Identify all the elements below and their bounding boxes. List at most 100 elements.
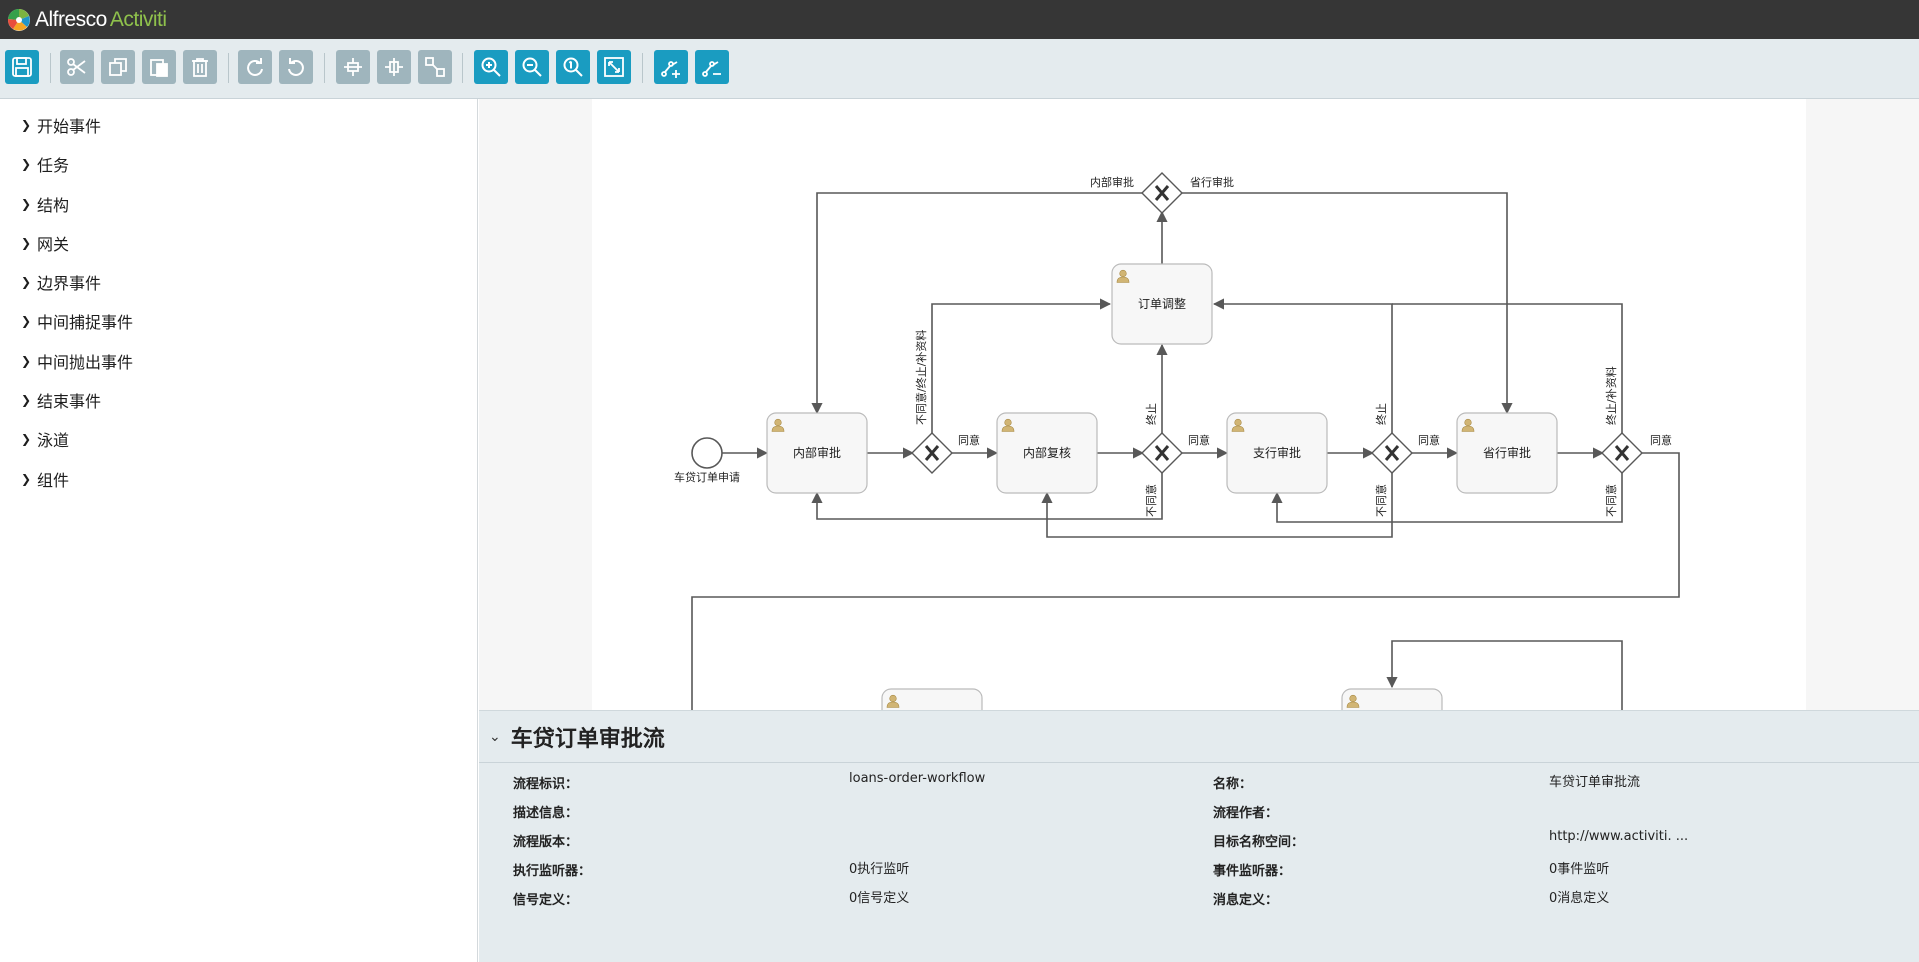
prop-value-signal-definitions[interactable]: 0信号定义: [849, 891, 910, 906]
paste-icon: [150, 59, 168, 77]
palette-group-label: 任务: [37, 156, 70, 175]
process-title: 车贷订单审批流: [510, 726, 665, 752]
exclusive-gateway[interactable]: [1601, 432, 1643, 474]
top-bar: Alfresco Activiti: [0, 0, 1919, 39]
zoom-actual-icon: [563, 57, 583, 77]
prop-value-namespace[interactable]: http://www.activiti. ...: [1549, 829, 1689, 844]
toolbar-separator: [642, 53, 643, 83]
task-province-approval[interactable]: 省行审批: [1456, 412, 1558, 494]
zoom-actual-button[interactable]: [556, 50, 590, 84]
exclusive-gateway[interactable]: [1371, 432, 1413, 474]
task-partial[interactable]: [881, 688, 983, 710]
palette-group-start-events[interactable]: ❯ 开始事件: [21, 113, 101, 137]
zoom-in-button[interactable]: [474, 50, 508, 84]
chevron-right-icon: ❯: [21, 354, 32, 368]
prop-label: 目标名称空间：: [1213, 835, 1305, 850]
palette-group-structural[interactable]: ❯结构: [21, 192, 69, 216]
prop-value-event-listeners[interactable]: 0事件监听: [1549, 862, 1610, 877]
sequence-flow[interactable]: [931, 298, 1112, 433]
sequence-flow[interactable]: [1182, 192, 1513, 415]
start-event-label: 车贷订单申请: [674, 470, 740, 484]
chevron-right-icon: ❯: [21, 157, 32, 171]
palette-group-artifacts[interactable]: ❯组件: [21, 467, 69, 491]
copy-icon: [109, 58, 127, 76]
exclusive-gateway[interactable]: [1141, 172, 1183, 214]
flow-label: 同意: [958, 433, 980, 447]
align-vertical-button[interactable]: [377, 50, 411, 84]
bpmn-diagram: 车贷订单申请 内部审批 内部复核 支行审批 省行审批 订单调整: [674, 172, 1680, 710]
task-label: 订单调整: [1138, 296, 1186, 311]
prop-value-name[interactable]: 车贷订单审批流: [1549, 775, 1641, 790]
flow-label: 不同意: [1144, 484, 1158, 517]
align-horizontal-button[interactable]: [336, 50, 370, 84]
sequence-flow[interactable]: [811, 473, 1163, 520]
app-logo: Alfresco Activiti: [7, 6, 167, 34]
task-internal-review[interactable]: 内部复核: [996, 412, 1098, 494]
trash-icon: [192, 58, 208, 77]
prop-value-process-id[interactable]: loans-order-workflow: [849, 771, 986, 786]
redo-icon: [247, 58, 263, 76]
cut-icon: [67, 58, 86, 76]
chevron-right-icon: ❯: [21, 197, 32, 211]
redo-button[interactable]: [238, 50, 272, 84]
chevron-right-icon: ❯: [21, 118, 32, 132]
sequence-flow[interactable]: [1386, 640, 1623, 710]
flow-label: 不同意/终止/补资料: [914, 330, 928, 425]
palette-group-intermediate-catch[interactable]: ❯中间捕捉事件: [21, 309, 133, 333]
chevron-right-icon: ❯: [21, 275, 32, 289]
zoom-fit-button[interactable]: [597, 50, 631, 84]
chevron-right-icon: ❯: [21, 314, 32, 328]
palette-group-label: 组件: [37, 471, 70, 490]
prop-value-execution-listeners[interactable]: 0执行监听: [849, 862, 910, 877]
sequence-flow[interactable]: [811, 192, 1143, 415]
start-event[interactable]: [691, 437, 723, 469]
palette-group-tasks[interactable]: ❯ 任务: [21, 152, 69, 176]
palette-group-boundary-events[interactable]: ❯ 边界事件: [21, 270, 101, 294]
flow-label: 终止/补资料: [1604, 366, 1618, 425]
task-label: 内部复核: [1023, 445, 1071, 460]
prop-label: 事件监听器：: [1213, 864, 1292, 879]
same-size-icon: [425, 57, 445, 77]
delete-button[interactable]: [183, 50, 217, 84]
palette-group-swimlanes[interactable]: ❯泳道: [21, 427, 69, 451]
flow-label: 终止: [1144, 403, 1158, 425]
task-order-adjust[interactable]: 订单调整: [1111, 263, 1213, 345]
prop-label: 流程作者：: [1213, 806, 1279, 821]
exclusive-gateway[interactable]: [1141, 432, 1183, 474]
palette-group-label: 泳道: [37, 431, 70, 450]
remove-bendpoint-button[interactable]: [695, 50, 729, 84]
canvas-paper: [592, 99, 1806, 710]
copy-button[interactable]: [101, 50, 135, 84]
task-partial[interactable]: [1341, 688, 1443, 710]
same-size-button[interactable]: [418, 50, 452, 84]
sequence-flow[interactable]: [1041, 473, 1393, 538]
exclusive-gateway[interactable]: [911, 432, 953, 474]
task-branch-approval[interactable]: 支行审批: [1226, 412, 1328, 494]
brand-name: Alfresco: [35, 8, 107, 31]
add-bendpoint-button[interactable]: [654, 50, 688, 84]
prop-value-message-definitions[interactable]: 0消息定义: [1549, 891, 1610, 906]
properties-header[interactable]: ⌄ 车贷订单审批流: [479, 711, 1919, 763]
cut-button[interactable]: [60, 50, 94, 84]
zoom-fit-icon: [604, 57, 624, 77]
zoom-out-button[interactable]: [515, 50, 549, 84]
palette-group-label: 中间抛出事件: [37, 353, 134, 372]
paste-button[interactable]: [142, 50, 176, 84]
palette-group-label: 边界事件: [37, 274, 102, 293]
palette-group-gateways[interactable]: ❯网关: [21, 231, 69, 255]
diagram-canvas[interactable]: 车贷订单申请 内部审批 内部复核 支行审批 省行审批 订单调整: [479, 99, 1919, 710]
zoom-in-icon: [481, 57, 501, 77]
zoom-out-icon: [522, 57, 542, 77]
palette-group-end-events[interactable]: ❯结束事件: [21, 388, 101, 412]
undo-button[interactable]: [279, 50, 313, 84]
palette-group-intermediate-throw[interactable]: ❯ 中间抛出事件: [21, 349, 133, 373]
palette-group-label: 开始事件: [37, 117, 102, 136]
task-internal-approval[interactable]: 内部审批: [766, 412, 868, 494]
properties-panel: ⌄ 车贷订单审批流 流程标识： loans-order-workflow 描述信…: [479, 710, 1919, 962]
sequence-flow[interactable]: [1392, 303, 1623, 433]
toolbar: [0, 39, 1919, 99]
save-button[interactable]: [5, 50, 39, 84]
activiti-logo-icon: [7, 8, 30, 31]
sequence-flow[interactable]: [691, 452, 1680, 710]
sequence-flow[interactable]: [1271, 473, 1623, 523]
